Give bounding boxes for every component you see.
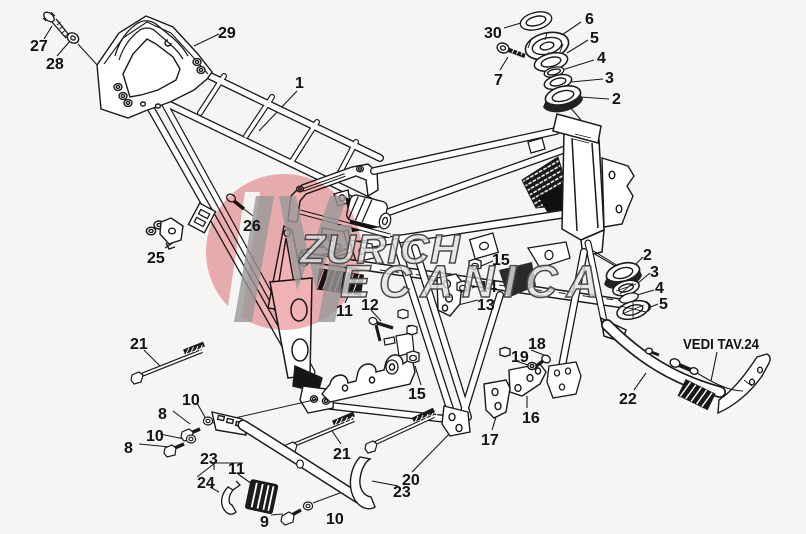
svg-text:10: 10	[182, 392, 200, 409]
svg-text:22: 22	[619, 391, 637, 408]
svg-text:VEDI TAV.24: VEDI TAV.24	[683, 337, 759, 353]
svg-text:24: 24	[197, 475, 215, 492]
svg-text:28: 28	[46, 56, 64, 73]
svg-text:15: 15	[492, 252, 510, 269]
svg-text:29: 29	[218, 25, 236, 42]
svg-text:26: 26	[243, 218, 261, 235]
svg-text:18: 18	[528, 336, 546, 353]
svg-text:5: 5	[659, 296, 668, 313]
svg-text:21: 21	[333, 446, 351, 463]
svg-text:8: 8	[158, 406, 167, 423]
svg-text:15: 15	[408, 386, 426, 403]
svg-text:2: 2	[612, 91, 621, 108]
svg-text:1: 1	[295, 75, 304, 92]
svg-text:17: 17	[481, 432, 499, 449]
svg-text:5: 5	[590, 30, 599, 47]
svg-text:23: 23	[393, 484, 411, 501]
svg-text:14: 14	[479, 279, 497, 296]
svg-text:ECANICA: ECANICA	[340, 256, 608, 307]
svg-text:ZURICH: ZURICH	[299, 226, 461, 272]
svg-text:12: 12	[361, 297, 379, 314]
svg-text:3: 3	[650, 264, 659, 281]
svg-text:10: 10	[326, 511, 344, 528]
svg-text:25: 25	[147, 250, 165, 267]
svg-text:7: 7	[494, 72, 503, 89]
svg-text:8: 8	[124, 440, 133, 457]
svg-text:3: 3	[605, 70, 614, 87]
svg-text:6: 6	[585, 11, 594, 28]
svg-text:20: 20	[402, 472, 420, 489]
svg-text:9: 9	[260, 514, 269, 531]
svg-text:11: 11	[228, 461, 245, 478]
svg-text:23: 23	[200, 451, 218, 468]
svg-text:13: 13	[477, 297, 495, 314]
svg-text:27: 27	[30, 38, 48, 55]
svg-text:4: 4	[655, 280, 664, 297]
svg-text:19: 19	[511, 349, 529, 366]
svg-text:10: 10	[146, 428, 164, 445]
svg-text:4: 4	[597, 50, 606, 67]
svg-text:16: 16	[522, 410, 540, 427]
svg-text:2: 2	[643, 247, 652, 264]
svg-text:21: 21	[130, 336, 148, 353]
svg-text:11: 11	[336, 303, 353, 320]
svg-text:30: 30	[484, 25, 502, 42]
